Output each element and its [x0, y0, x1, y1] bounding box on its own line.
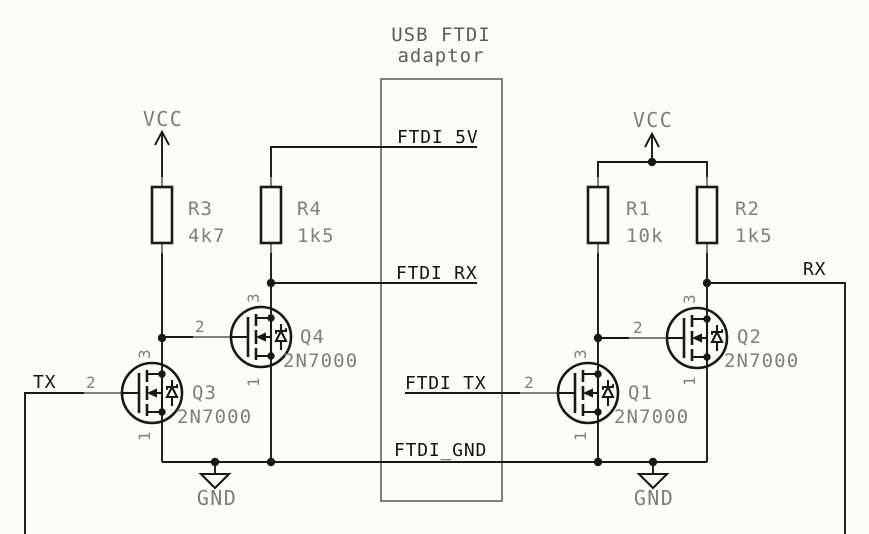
q1-pin-gate: 2 — [524, 373, 534, 392]
junction-dot — [702, 278, 712, 288]
sheet-pin-ftdi-gnd: FTDI_GND — [394, 440, 487, 461]
q3-pin-drain: 3 — [135, 349, 154, 359]
sheet-pin-ftdi-tx: FTDI_TX — [405, 373, 486, 394]
junction-dot — [593, 457, 603, 467]
r2-value: 1k5 — [735, 225, 773, 247]
q3-ref: Q3 — [192, 382, 217, 404]
resistor-r4-symbol — [259, 185, 283, 245]
mosfet-q1-symbol — [556, 361, 620, 425]
resistor-r2-symbol — [695, 185, 719, 245]
q4-pin-drain: 3 — [244, 293, 263, 303]
junction-dot — [157, 333, 167, 343]
r3-value: 4k7 — [188, 225, 226, 247]
sheet-pin-ftdi-5v: FTDI_5V — [397, 127, 478, 148]
q2-value: 2N7000 — [724, 350, 799, 372]
net-label-rx: RX — [803, 259, 826, 280]
sheet-title-line1: USB FTDI — [391, 24, 491, 46]
q1-pin-drain: 3 — [571, 349, 590, 359]
q3-value: 2N7000 — [177, 406, 252, 428]
sheet-pin-ftdi-rx: FTDI_RX — [396, 263, 477, 284]
q4-pin-source: 1 — [244, 377, 263, 387]
junction-dot — [593, 333, 603, 343]
wire-rx — [707, 282, 846, 534]
r1-value: 10k — [626, 225, 664, 247]
q2-ref: Q2 — [737, 326, 762, 348]
q2-pin-gate: 2 — [633, 318, 643, 337]
junction-dot — [648, 457, 658, 467]
ftdi-adaptor-sheet-box — [380, 78, 503, 502]
vcc-symbol-left — [154, 130, 170, 161]
sheet-title-line2: adaptor — [397, 45, 484, 67]
q1-pin-source: 1 — [571, 431, 590, 441]
r3-ref: R3 — [188, 198, 213, 220]
q1-ref: Q1 — [628, 382, 653, 404]
junction-dot — [266, 278, 276, 288]
mosfet-q3-symbol — [120, 361, 184, 425]
resistor-r3-symbol — [150, 185, 174, 245]
r4-value: 1k5 — [297, 225, 335, 247]
q3-pin-gate: 2 — [86, 373, 96, 392]
junction-dot — [266, 457, 276, 467]
pin-leads — [84, 177, 709, 395]
wire-tx — [24, 392, 84, 534]
vcc-label-right: VCC — [633, 108, 673, 132]
gnd-label-left: GND — [197, 486, 237, 510]
net-label-tx: TX — [33, 372, 56, 393]
q2-pin-drain: 3 — [680, 294, 699, 304]
vcc-label-left: VCC — [143, 107, 183, 131]
r4-ref: R4 — [297, 198, 322, 220]
junction-dot — [647, 157, 657, 167]
mosfet-q4-symbol — [229, 305, 293, 369]
mosfet-q2-symbol — [665, 306, 729, 370]
wire-ftdi5v-to-r4 — [270, 146, 477, 177]
junction-dots — [157, 157, 712, 467]
junction-dot — [210, 457, 220, 467]
gnd-label-right: GND — [634, 486, 674, 510]
r1-ref: R1 — [626, 198, 651, 220]
q1-value: 2N7000 — [614, 406, 689, 428]
q4-pin-gate: 2 — [195, 317, 205, 336]
q4-value: 2N7000 — [283, 350, 358, 372]
r2-ref: R2 — [735, 198, 760, 220]
vcc-symbol-right — [644, 132, 660, 163]
q3-pin-source: 1 — [135, 431, 154, 441]
resistor-r1-symbol — [586, 185, 610, 245]
q2-pin-source: 1 — [680, 376, 699, 386]
q4-ref: Q4 — [300, 326, 325, 348]
